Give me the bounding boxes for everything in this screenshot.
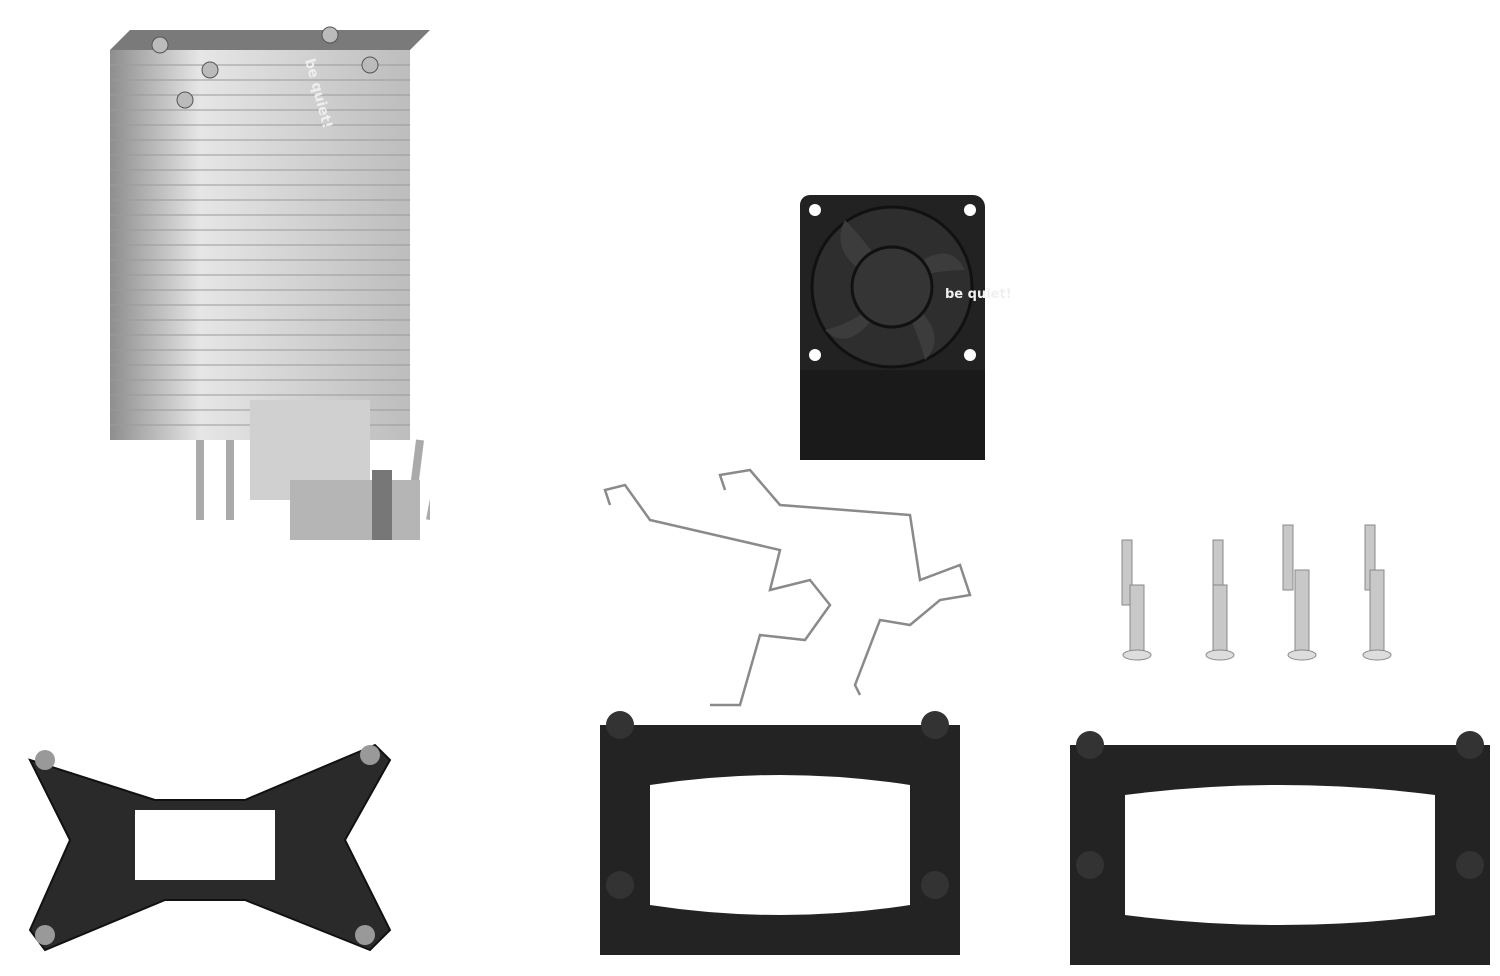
backplate [28, 743, 392, 952]
fan-wire-clips [603, 468, 972, 707]
mounting-frame-left [600, 711, 960, 955]
fan-housing [800, 195, 985, 460]
mounting-screws [1121, 524, 1392, 661]
mounting-frame-right [1070, 731, 1490, 965]
heatsink-graphic: be quiet! [110, 26, 449, 540]
fan-logo: be quiet! [945, 287, 1012, 302]
heatsink: be quiet! [100, 20, 449, 560]
